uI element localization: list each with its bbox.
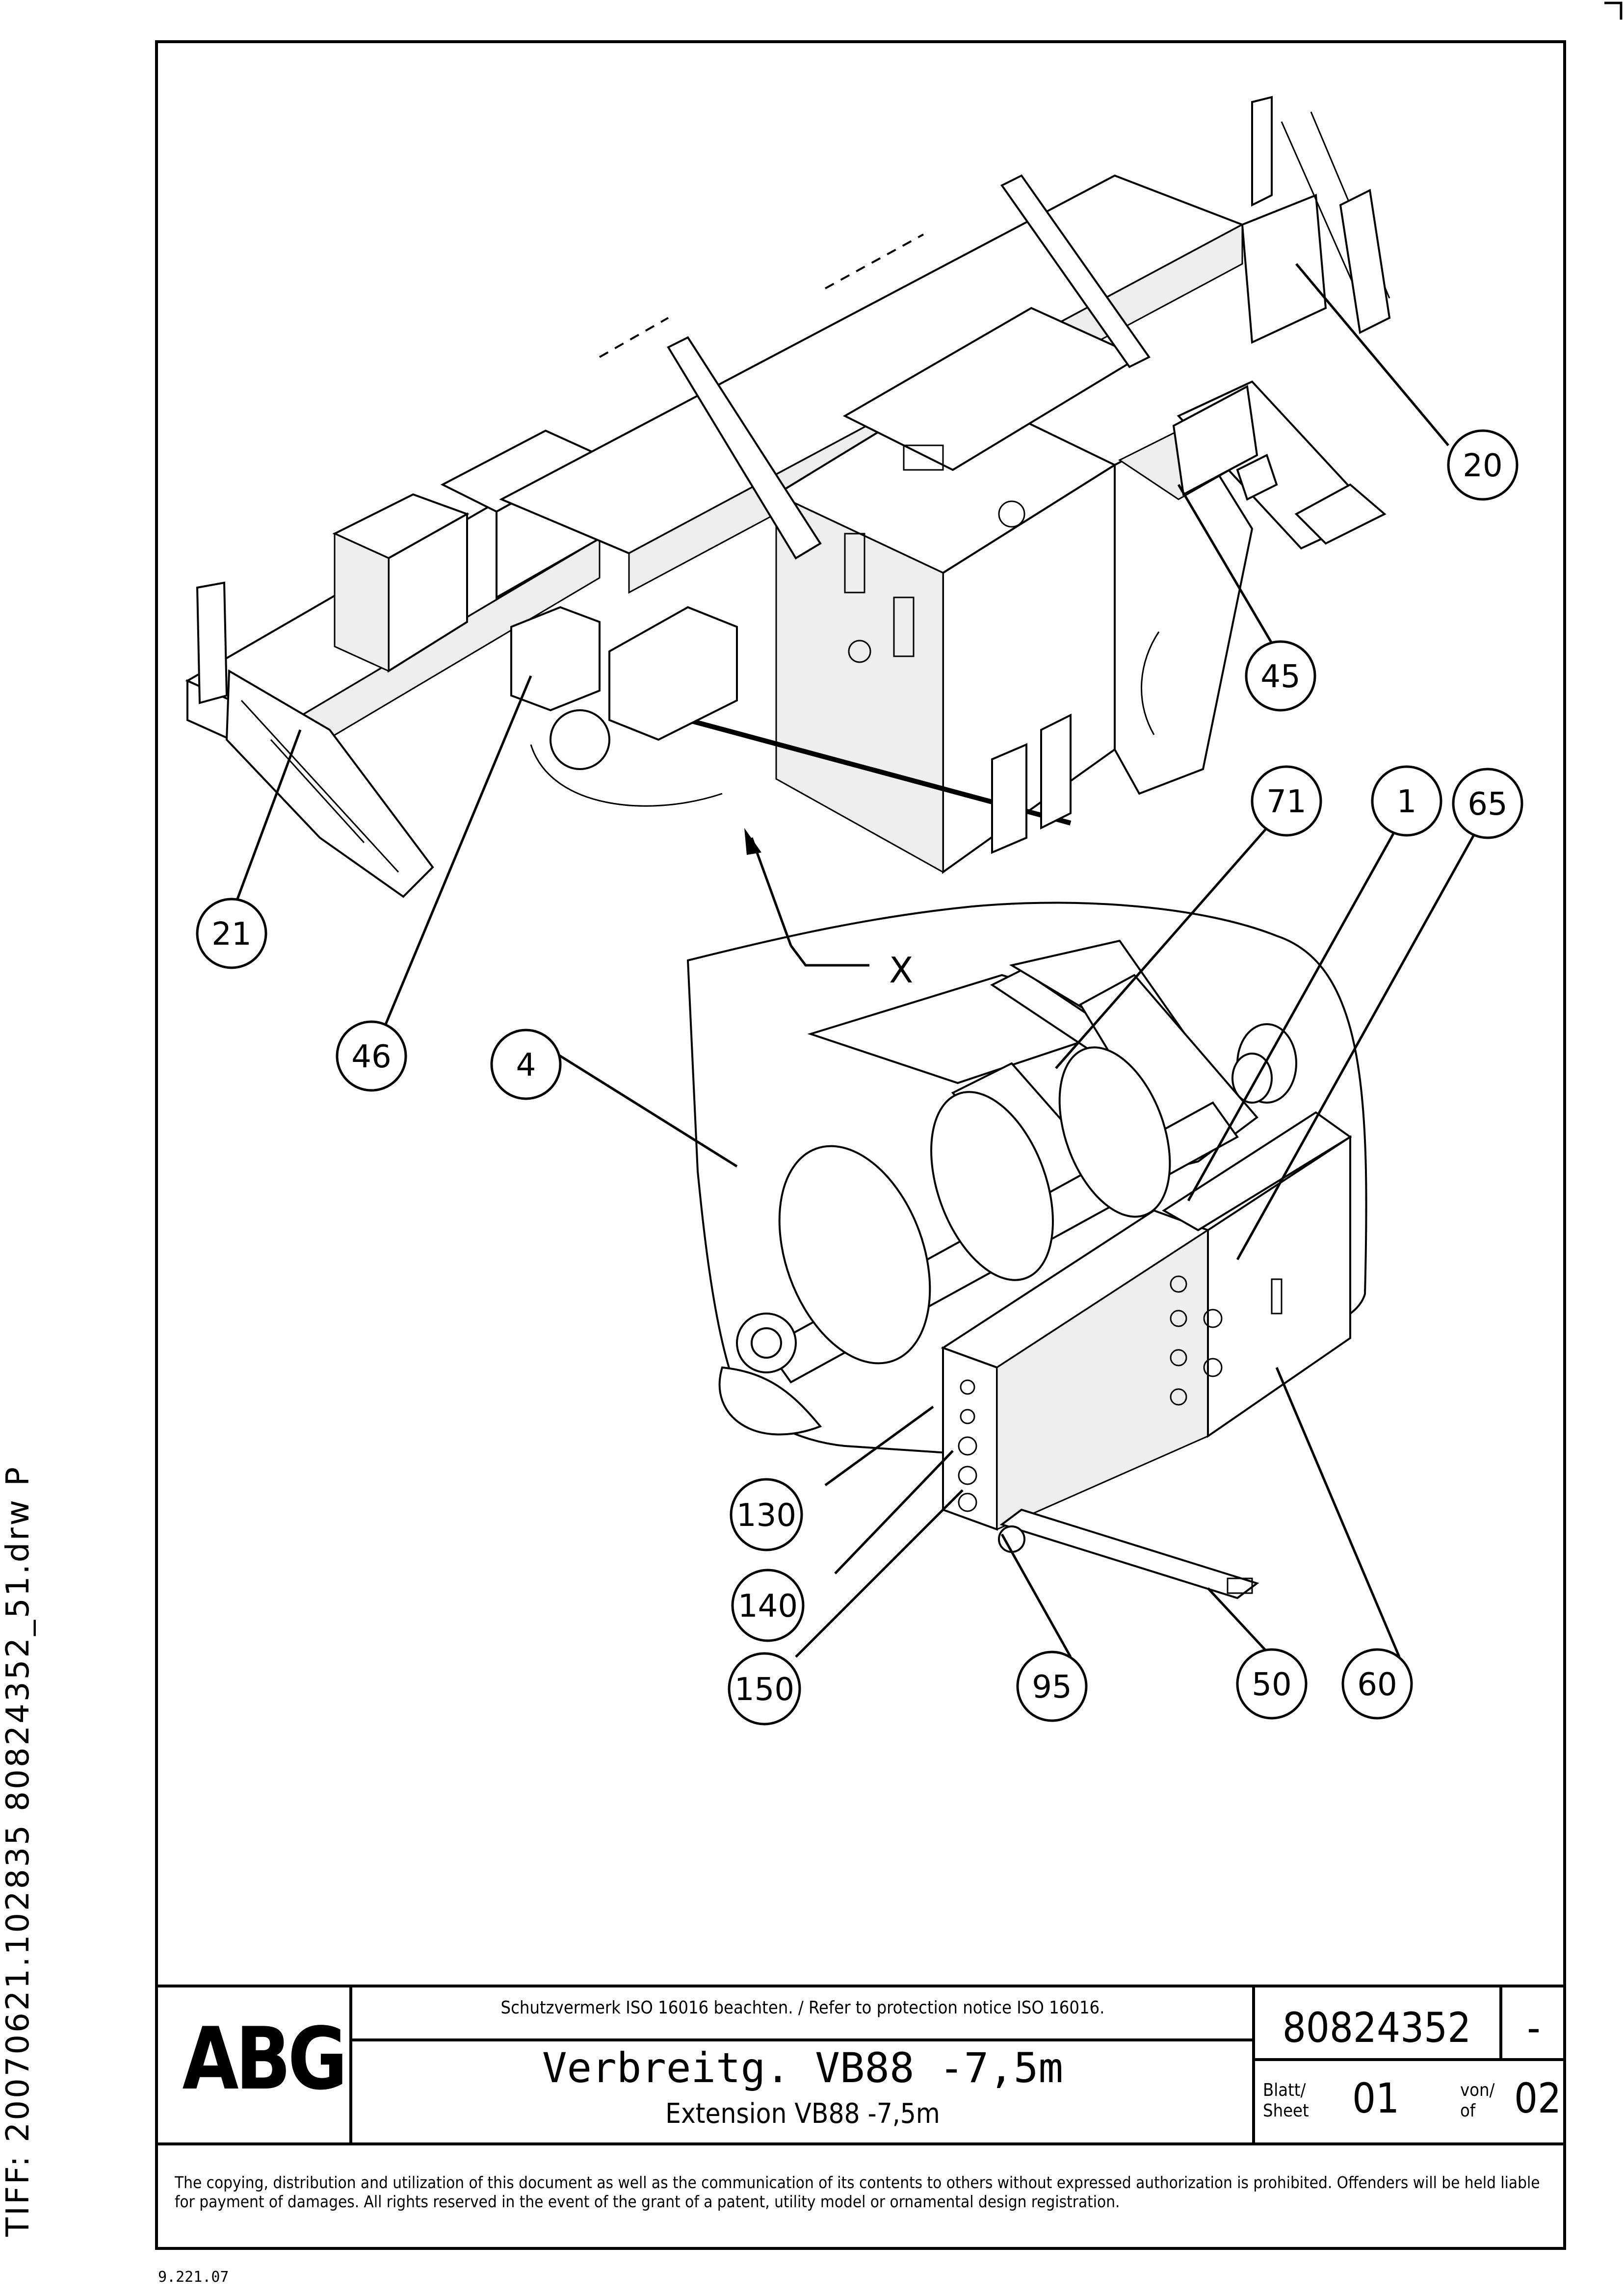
- callout-140: 140: [731, 1569, 805, 1642]
- leader-lines: [235, 263, 1479, 1658]
- callout-46: 46: [336, 1020, 407, 1092]
- svg-text:21: 21: [211, 916, 251, 953]
- abg-logo: ABG: [182, 2010, 348, 2109]
- corner-mark: [1604, 0, 1624, 20]
- title-block: ABG Schutzvermerk ISO 16016 beachten. / …: [155, 1985, 1566, 2250]
- callout-65: 65: [1452, 768, 1523, 839]
- drawing-frame: [155, 40, 1566, 2250]
- svg-text:71: 71: [1266, 784, 1306, 820]
- protection-notice: Schutzvermerk ISO 16016 beachten. / Refe…: [500, 1998, 1105, 2018]
- revision: -: [1527, 2004, 1541, 2052]
- title-german: Verbreitg. VB88 -7,5m: [542, 2044, 1064, 2092]
- svg-text:20: 20: [1463, 448, 1502, 484]
- sheet-number: 01: [1352, 2074, 1400, 2122]
- callout-20: 20: [1447, 429, 1519, 501]
- total-sheets: 02: [1514, 2074, 1562, 2122]
- detail-x-illustration: [686, 902, 1367, 1599]
- callout-71: 71: [1251, 765, 1322, 837]
- callout-95: 95: [1016, 1651, 1088, 1722]
- of-label-de: von/: [1460, 2080, 1495, 2100]
- callout-45: 45: [1245, 640, 1316, 712]
- callout-1: 1: [1371, 765, 1442, 837]
- drawing-number: 80824352: [1282, 2004, 1471, 2052]
- title-english: Extension VB88 -7,5m: [665, 2098, 940, 2130]
- svg-text:65: 65: [1467, 786, 1507, 823]
- svg-text:150: 150: [734, 1672, 794, 1708]
- upper-assembly-illustration: [185, 96, 1391, 898]
- svg-text:130: 130: [736, 1497, 796, 1534]
- sheet-label-en: Sheet: [1263, 2101, 1309, 2121]
- callout-4: 4: [490, 1029, 562, 1100]
- legal-notice: The copying, distribution and utilizatio…: [175, 2173, 1540, 2211]
- form-reference-code: 9.221.07: [158, 2269, 229, 2286]
- of-label-en: of: [1460, 2101, 1476, 2121]
- svg-text:1: 1: [1397, 784, 1417, 820]
- callout-21: 21: [196, 898, 267, 969]
- callout-60: 60: [1341, 1648, 1413, 1720]
- callout-50: 50: [1236, 1648, 1308, 1720]
- svg-text:140: 140: [738, 1588, 798, 1625]
- callout-130: 130: [730, 1478, 803, 1551]
- callout-150: 150: [728, 1652, 801, 1726]
- svg-text:4: 4: [516, 1047, 536, 1084]
- svg-text:50: 50: [1252, 1667, 1291, 1703]
- svg-text:60: 60: [1357, 1667, 1397, 1703]
- sheet-label-de: Blatt/: [1263, 2080, 1306, 2100]
- file-reference-vertical: TIFF: 20070621.102835 80824352_51.drw P: [0, 1465, 36, 2237]
- svg-text:95: 95: [1032, 1669, 1072, 1705]
- technical-drawing: 20 45 21 46 4 71 1 65: [158, 43, 1563, 1986]
- detail-x-label: X: [889, 950, 913, 991]
- svg-text:45: 45: [1260, 659, 1300, 695]
- svg-text:46: 46: [351, 1039, 391, 1075]
